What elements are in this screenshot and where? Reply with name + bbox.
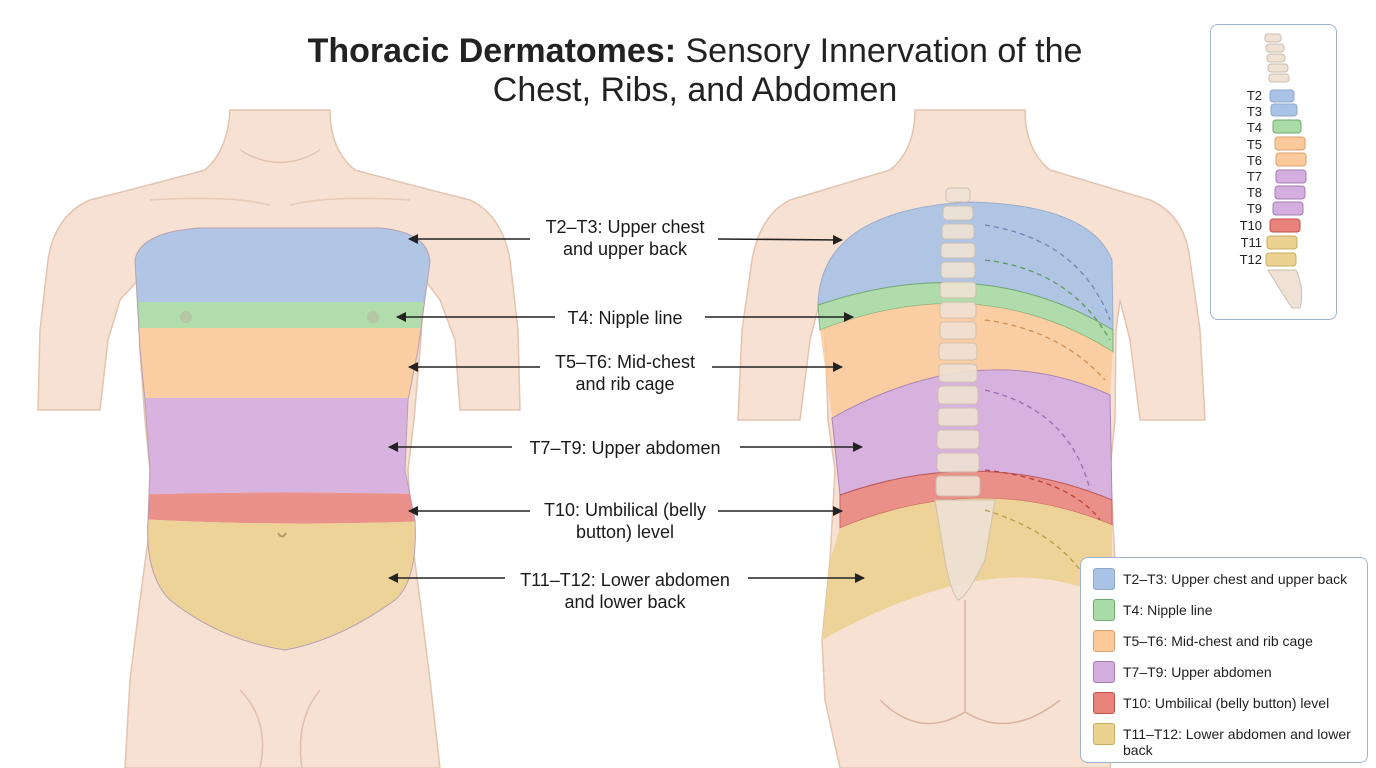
- spine-label-t2: T2: [1246, 88, 1262, 103]
- callout-t5t6: T5–T6: Mid-chest and rib cage: [540, 351, 710, 395]
- spine-label-t3: T3: [1246, 104, 1262, 119]
- callout-t4: T4: Nipple line: [555, 307, 695, 329]
- spine-vertebra-t7: [1275, 169, 1307, 184]
- front-band-t4: [135, 302, 430, 328]
- legend-label-t11t12: T11–T12: Lower abdomen and lower back: [1123, 726, 1351, 758]
- legend-swatch-t11t12: [1093, 723, 1115, 745]
- front-band-t7t9: [135, 398, 430, 495]
- front-band-t5t6: [135, 328, 430, 398]
- callout-t10: T10: Umbilical (belly button) level: [525, 499, 725, 543]
- legend-item-t4: T4: Nipple line: [1093, 599, 1359, 621]
- front-band-t2t3: [135, 228, 430, 302]
- front-dermatome-bands: [135, 228, 430, 650]
- spine-vertebra-t8: [1274, 185, 1306, 200]
- spine-label-t9: T9: [1246, 201, 1262, 216]
- front-groin-line: [239, 689, 321, 768]
- legend-swatch-t5t6: [1093, 630, 1115, 652]
- front-right-nipple: [367, 311, 379, 323]
- callout-t11t12-line2: and lower back: [564, 592, 686, 612]
- spine-label-t8: T8: [1246, 185, 1262, 200]
- spine-vertebra-t12: [1265, 252, 1297, 267]
- legend-swatch-t2t3: [1093, 568, 1115, 590]
- spine-vertebra-t9: [1272, 201, 1304, 216]
- front-neck-shadow: [239, 149, 321, 164]
- spine-vertebra-t2: [1269, 89, 1295, 103]
- spine-inset-figure: [1264, 33, 1307, 309]
- legend-label-t7t9: T7–T9: Upper abdomen: [1123, 664, 1272, 680]
- callout-t11t12-line1: T11–T12: Lower abdomen: [520, 570, 730, 590]
- arrow-t2t3-right: [717, 234, 843, 245]
- callout-t5t6-line2: and rib cage: [575, 374, 675, 394]
- spine-vertebra-t11: [1266, 235, 1298, 250]
- spine-label-t5: T5: [1246, 137, 1262, 152]
- callout-t10-line2: button) level: [575, 522, 675, 542]
- callout-t2t3: T2–T3: Upper chest and upper back: [540, 216, 710, 260]
- legend-item-t10: T10: Umbilical (belly button) level: [1093, 692, 1359, 714]
- spine-sacrum: [1267, 269, 1303, 309]
- callout-t11t12: T11–T12: Lower abdomen and lower back: [505, 569, 745, 613]
- legend-item-t2t3: T2–T3: Upper chest and upper back: [1093, 568, 1359, 590]
- title-line2: Chest, Ribs, and Abdomen: [492, 71, 898, 109]
- front-left-nipple: [180, 311, 192, 323]
- callout-t2t3-line1: T2–T3: Upper chest: [545, 217, 705, 237]
- legend-label-t10: T10: Umbilical (belly button) level: [1123, 695, 1330, 711]
- legend-item-t11t12: T11–T12: Lower abdomen and lower back: [1093, 723, 1359, 758]
- back-nerve-paths: [984, 224, 1111, 571]
- legend-swatch-t7t9: [1093, 661, 1115, 683]
- legend-swatch-t4: [1093, 599, 1115, 621]
- legend-swatch-t10: [1093, 692, 1115, 714]
- title-bold-part: Thoracic Dermatomes:: [307, 32, 677, 70]
- spine-label-t10: T10: [1239, 218, 1262, 233]
- callout-t2t3-line2: and upper back: [562, 239, 688, 259]
- spine-label-t4: T4: [1246, 120, 1262, 135]
- front-torso-outline: [134, 227, 431, 651]
- spine-vertebra-t5: [1274, 136, 1306, 151]
- front-band-t10: [135, 492, 430, 524]
- callout-t7t9-line1: T7–T9: Upper abdomen: [529, 438, 721, 458]
- front-clavicle-line: [149, 197, 411, 206]
- callout-arrows: [388, 234, 865, 583]
- callout-t5t6-line1: T5–T6: Mid-chest: [554, 352, 696, 372]
- spine-label-t12: T12: [1239, 252, 1262, 267]
- spine-label-t11: T11: [1240, 235, 1262, 250]
- legend-label-t5t6: T5–T6: Mid-chest and rib cage: [1123, 633, 1313, 649]
- spine-cervical: [1264, 33, 1290, 83]
- spine-inset: [1210, 24, 1337, 320]
- legend-label-t2t3: T2–T3: Upper chest and upper back: [1123, 571, 1348, 587]
- page-title: Thoracic Dermatomes: Sensory Innervation…: [250, 32, 1140, 110]
- callout-t4-line1: T4: Nipple line: [567, 308, 683, 328]
- spine-vertebra-t3: [1270, 103, 1298, 117]
- spine-vertebra-t4: [1272, 119, 1302, 134]
- callout-t7t9: T7–T9: Upper abdomen: [512, 437, 738, 459]
- spine-vertebra-t10: [1269, 218, 1301, 233]
- legend-label-t4: T4: Nipple line: [1123, 602, 1213, 618]
- back-buttock-line: [879, 600, 1061, 725]
- legend: T2–T3: Upper chest and upper back T4: Ni…: [1080, 557, 1368, 763]
- spine-vertebra-t6: [1275, 152, 1307, 167]
- front-navel: [277, 532, 287, 538]
- callout-t10-line1: T10: Umbilical (belly: [543, 500, 707, 520]
- spine-label-t6: T6: [1246, 153, 1262, 168]
- legend-item-t7t9: T7–T9: Upper abdomen: [1093, 661, 1359, 683]
- spine-label-t7: T7: [1246, 169, 1262, 184]
- front-body-figure: [37, 109, 521, 768]
- back-vertebral-column: [934, 187, 996, 601]
- title-rest-line1: Sensory Innervation of the: [676, 32, 1083, 70]
- legend-item-t5t6: T5–T6: Mid-chest and rib cage: [1093, 630, 1359, 652]
